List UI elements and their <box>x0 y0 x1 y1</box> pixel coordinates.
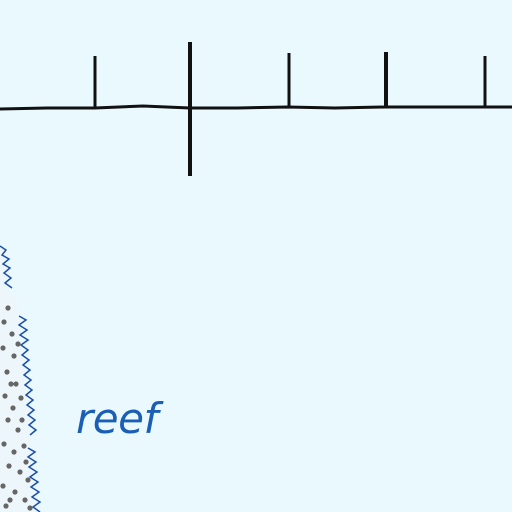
reef-dot <box>7 497 13 503</box>
reef-dot <box>10 405 16 411</box>
reef-area <box>0 245 42 512</box>
reef-dot <box>17 469 23 475</box>
reef-dot <box>0 483 6 489</box>
reef-dot <box>11 353 17 359</box>
reef-fill <box>0 246 40 512</box>
reef-dot <box>21 443 27 449</box>
reef-dot <box>15 427 21 433</box>
reef-outline <box>0 245 13 289</box>
reef-dot <box>4 369 10 375</box>
reef-dot <box>25 477 31 483</box>
reef-dot <box>11 449 17 455</box>
reef-dot <box>2 393 8 399</box>
reef-dot <box>19 417 25 423</box>
reef-dot <box>8 381 14 387</box>
reef-label: reef <box>76 394 158 443</box>
reef-dot <box>15 341 21 347</box>
reef-dot <box>27 505 33 511</box>
scale-bar <box>0 42 512 176</box>
reef-dots <box>0 305 33 511</box>
reef-dot <box>1 319 7 325</box>
reef-dot <box>22 497 28 503</box>
reef-dot <box>9 331 15 337</box>
reef-dot <box>23 459 29 465</box>
reef-outline <box>26 447 42 512</box>
reef-dot <box>12 489 18 495</box>
reef-dot <box>5 305 11 311</box>
reef-dot <box>0 345 6 351</box>
reef-dot <box>3 503 9 509</box>
reef-dot <box>5 417 11 423</box>
reef-dot <box>13 381 19 387</box>
reef-outline <box>17 315 38 436</box>
reef-dot <box>18 395 24 401</box>
reef-dot <box>1 441 7 447</box>
reef-dot <box>6 463 12 469</box>
scale-bar-line <box>0 104 512 111</box>
